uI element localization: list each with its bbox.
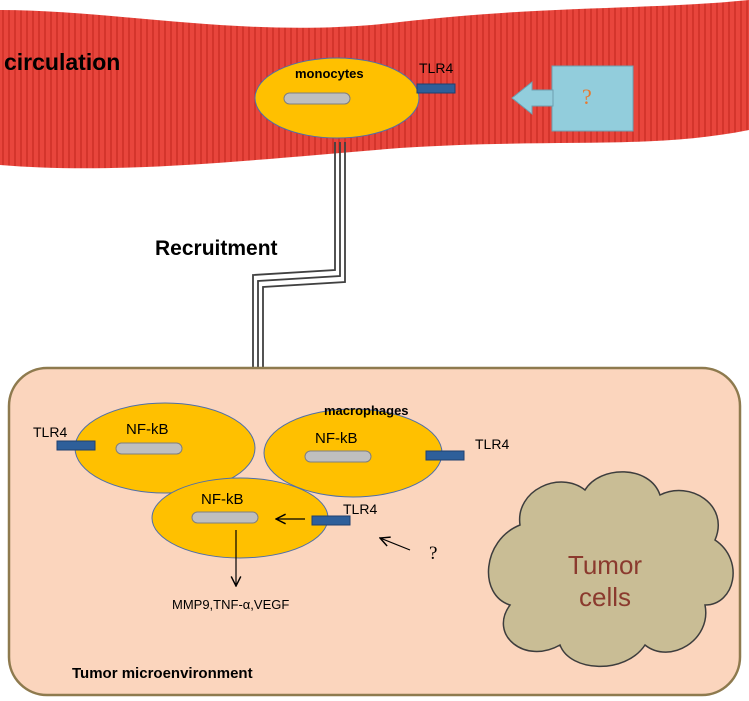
tlr4-label-2: TLR4 [475, 436, 510, 452]
external-question-mark: ? [582, 84, 592, 109]
nfkb-label-3: NF-kB [201, 491, 244, 508]
macrophages-label: macrophages [324, 403, 409, 418]
monocyte-tlr4-label: TLR4 [419, 60, 454, 76]
macrophage-tlr4-receptor-2 [425, 450, 465, 461]
nfkb-label-1: NF-kB [126, 421, 169, 438]
macrophage-tlr4-receptor-1 [56, 440, 96, 451]
macrophage-tlr4-receptor-3 [311, 515, 351, 526]
unknown-signal-arrow [380, 538, 411, 551]
recruitment-label: Recruitment [155, 237, 278, 260]
unknown-signal-question-mark: ? [429, 543, 438, 564]
tumor-microenvironment-label: Tumor microenvironment [72, 665, 253, 682]
macrophage-nucleus-1 [115, 442, 183, 455]
tumor-cells-label: Tumor cells [567, 550, 643, 612]
monocyte-label: monocytes [295, 66, 364, 81]
stimulus-arrow [511, 80, 554, 116]
monocyte-tlr4-receptor [416, 83, 456, 94]
nfkb-label-2: NF-kB [315, 430, 358, 447]
tlr4-label-3: TLR4 [343, 501, 378, 517]
circulation-label: circulation [4, 49, 121, 75]
secreted-factors-label: MMP9,TNF-α,VEGF [172, 597, 290, 612]
tlr4-label-1: TLR4 [33, 424, 68, 440]
macrophage-nucleus-3 [191, 511, 259, 524]
monocyte-nucleus [283, 92, 351, 105]
tumor-cells-cloud [487, 471, 734, 668]
macrophage-nucleus-2 [304, 450, 372, 463]
unknown-stimulus-box [551, 65, 634, 132]
